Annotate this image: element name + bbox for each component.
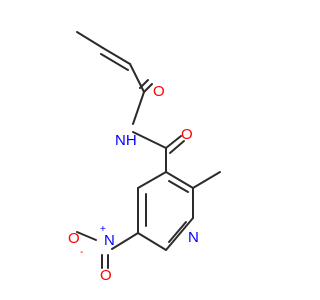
bond-c3-c2 xyxy=(165,171,194,189)
nitro-positive-charge: + xyxy=(100,224,106,235)
bond-nitro-o-left xyxy=(76,231,97,241)
bond-c4-c3 xyxy=(137,171,167,189)
bond-ring-double-1 xyxy=(168,180,189,193)
structure-canvas: O NH O N N + O - O xyxy=(68,31,221,284)
bond-c-o1-b xyxy=(139,79,149,89)
bond-c2-methyl xyxy=(192,171,221,189)
nitro-oxygen-bottom: O xyxy=(100,267,112,284)
bond-ch-ch-double-a xyxy=(102,47,131,65)
bond-n-c6 xyxy=(165,217,194,251)
bond-ch3-ch xyxy=(76,31,104,49)
nitro-oxygen-left: O xyxy=(68,230,80,247)
bond-ring-double-3 xyxy=(168,221,187,243)
nitro-negative-charge: - xyxy=(80,247,83,258)
pyridine-nitrogen: N xyxy=(188,229,199,246)
oxygen-amide-2: O xyxy=(181,126,193,143)
bond-c5-nitro-n xyxy=(111,232,139,250)
bond-ch-ch-double-b xyxy=(100,53,129,71)
bond-carbonyl-nh xyxy=(132,91,145,125)
nitro-nitrogen: N xyxy=(104,232,115,249)
bond-ch-carbonyl xyxy=(129,63,145,93)
bond-c6-c5 xyxy=(137,232,167,251)
bond-c-o2-a xyxy=(165,135,182,149)
bond-c-o1-a xyxy=(143,83,153,93)
molecule-diagram: O NH O N N + O - O xyxy=(68,31,221,284)
bond-nh-carbonyl2 xyxy=(132,131,167,149)
amide-nh: NH xyxy=(115,132,137,149)
bond-c-o2-b xyxy=(169,140,185,154)
oxygen-amide-1: O xyxy=(153,83,165,100)
